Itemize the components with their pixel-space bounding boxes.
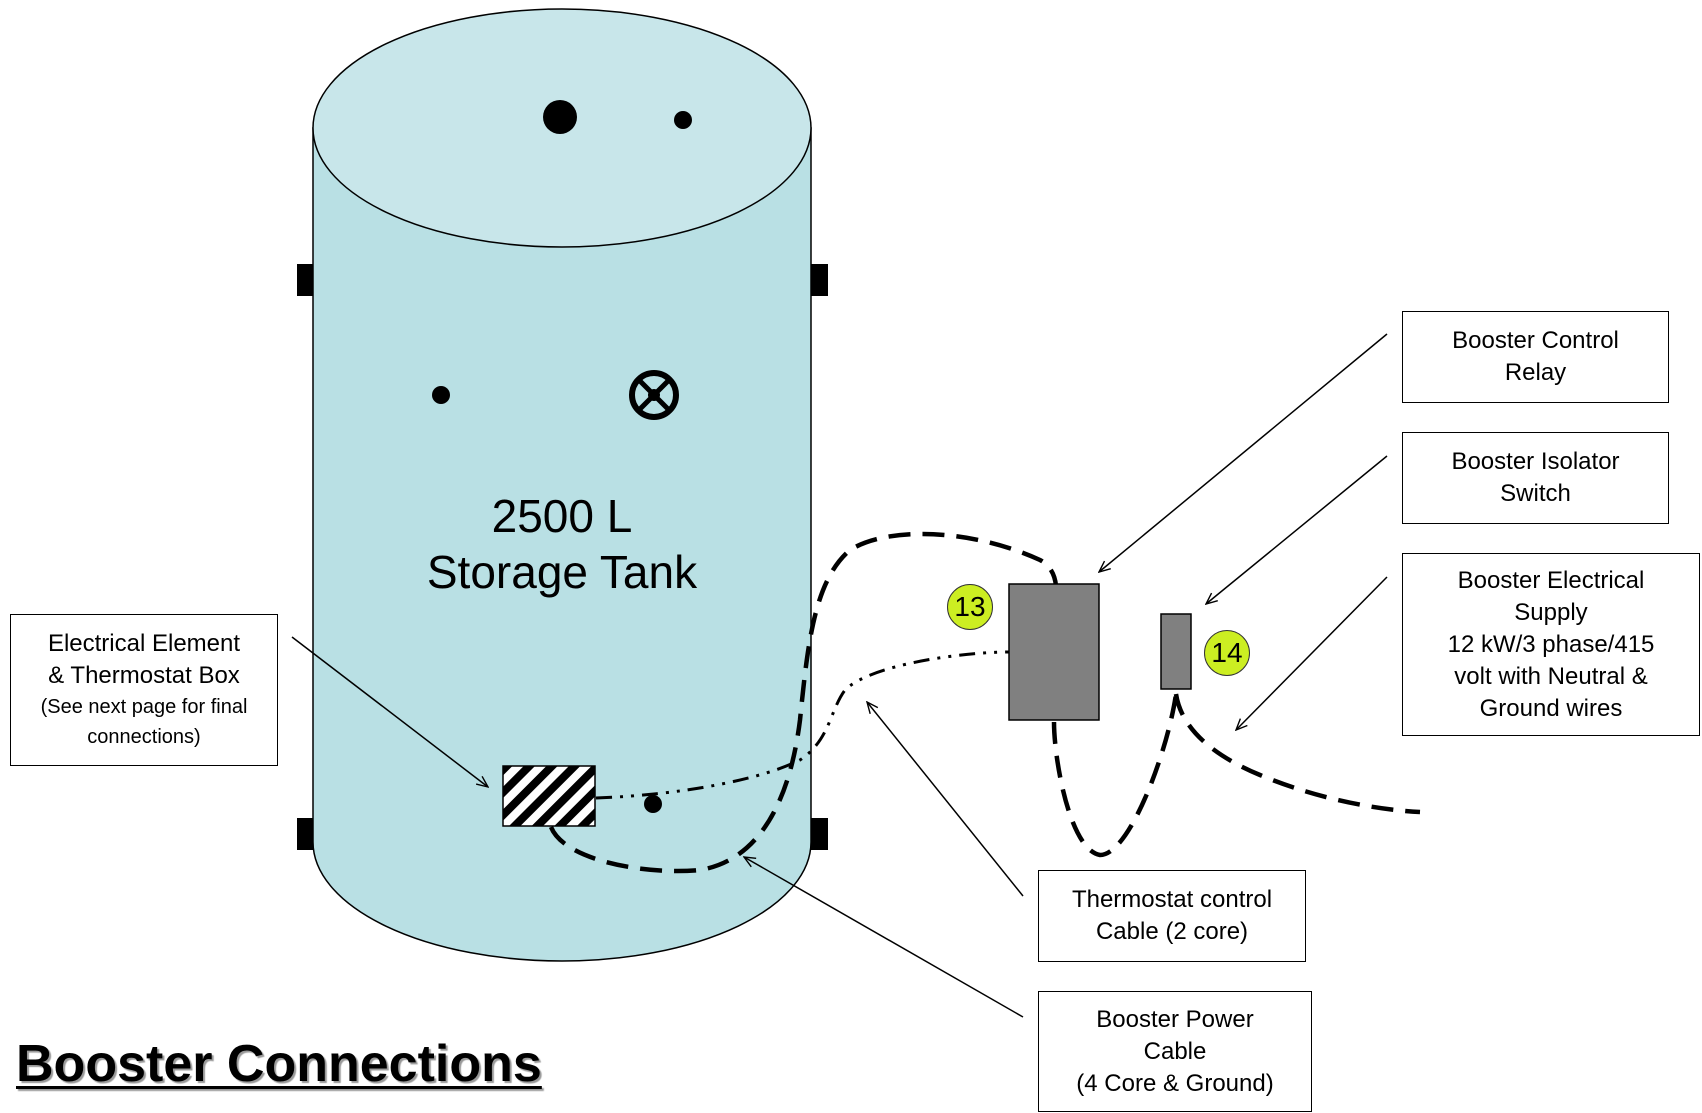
thermostat-control-cable bbox=[595, 650, 1011, 800]
power-cable-label: Booster Power Cable (4 Core & Ground) bbox=[1038, 991, 1312, 1112]
element-box-label-line2: & Thermostat Box bbox=[48, 662, 240, 689]
thermostat-cable-arrow bbox=[867, 702, 1024, 897]
side-fitting bbox=[432, 386, 450, 404]
element-box-label-line1: Electrical Element bbox=[47, 630, 241, 657]
isolator-number-badge: 14 bbox=[1204, 630, 1250, 676]
booster-isolator-switch bbox=[1160, 613, 1192, 690]
isolator-switch-arrow bbox=[1206, 455, 1388, 604]
tank-bracket-bottom-right bbox=[811, 818, 828, 850]
control-relay-arrow bbox=[1099, 333, 1388, 572]
tank-bracket-bottom-left bbox=[297, 818, 314, 850]
isolator-switch-label-line1: Booster Isolator bbox=[1451, 448, 1620, 475]
tank-body bbox=[312, 127, 812, 962]
isolator-switch-label-line2: Switch bbox=[1500, 480, 1571, 507]
power-cable-label-line2: Cable bbox=[1143, 1037, 1207, 1065]
tank-name: Storage Tank bbox=[426, 546, 698, 598]
element-box-label: Electrical Element & Thermostat Box (See… bbox=[10, 614, 278, 766]
booster-power-cable-tank bbox=[548, 531, 1059, 874]
control-relay-label-line1: Booster Control bbox=[1452, 327, 1619, 354]
tank-capacity: 2500 L bbox=[491, 490, 633, 542]
isolator-switch-label: Booster Isolator Switch bbox=[1402, 432, 1669, 524]
thermostat-cable-label-line1: Thermostat control bbox=[1071, 886, 1273, 913]
electrical-supply-label-line1: Booster Electrical bbox=[1457, 566, 1645, 594]
tank-label: 2500 L Storage Tank bbox=[362, 488, 762, 600]
control-relay-label: Booster Control Relay bbox=[1402, 311, 1669, 403]
electrical-supply-label-line5: Ground wires bbox=[1479, 694, 1623, 722]
top-outlet-large bbox=[543, 100, 577, 134]
top-outlet-small bbox=[674, 111, 692, 129]
power-cable-arrow bbox=[744, 857, 1024, 1018]
element-thermostat-box bbox=[502, 765, 596, 827]
thermostat-cable-label: Thermostat control Cable (2 core) bbox=[1038, 870, 1306, 962]
electrical-supply-label-line3: 12 kW/3 phase/415 bbox=[1447, 630, 1655, 658]
page-title: Booster Connections bbox=[16, 1035, 542, 1093]
lower-fitting bbox=[644, 795, 662, 813]
tank-bracket-top-left bbox=[297, 264, 314, 296]
electrical-supply-label: Booster Electrical Supply 12 kW/3 phase/… bbox=[1402, 553, 1700, 736]
relay-isolator-cable bbox=[1051, 693, 1179, 858]
thermostat-cable-label-line2: Cable (2 core) bbox=[1095, 918, 1249, 945]
electrical-supply-label-line4: volt with Neutral & bbox=[1454, 662, 1648, 690]
storage-tank bbox=[297, 8, 828, 962]
power-cable-label-line1: Booster Power bbox=[1096, 1005, 1254, 1033]
power-cable-label-line3: (4 Core & Ground) bbox=[1076, 1069, 1274, 1097]
electrical-supply-label-line2: Supply bbox=[1514, 598, 1588, 626]
element-box-label-line3: (See next page for final bbox=[40, 696, 248, 718]
control-relay-label-line2: Relay bbox=[1504, 359, 1567, 386]
electrical-supply-cable bbox=[1173, 693, 1421, 815]
element-box-label-line4: connections) bbox=[87, 726, 201, 748]
electrical-supply-arrow bbox=[1236, 576, 1388, 730]
relay-number-badge: 13 bbox=[947, 584, 993, 630]
booster-control-relay bbox=[1008, 583, 1100, 721]
tank-bracket-top-right bbox=[811, 264, 828, 296]
element-box-arrow bbox=[291, 636, 488, 787]
valve-icon bbox=[629, 370, 679, 420]
